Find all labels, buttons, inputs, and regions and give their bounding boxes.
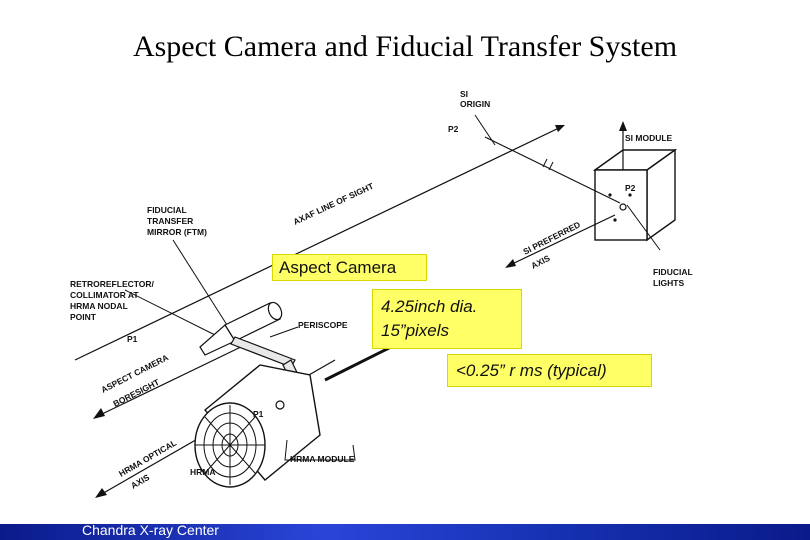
- label-fiducial-lights: FIDUCIAL: [653, 267, 693, 277]
- aspect-camera-tube: [199, 301, 283, 356]
- p2-point: [619, 203, 627, 211]
- si-module-box: [592, 148, 678, 242]
- pixels-text: 15”pixels: [381, 321, 450, 340]
- label-si-module: SI MODULE: [625, 133, 673, 143]
- label-transfer: TRANSFER: [147, 216, 193, 226]
- fiducial-lights-leader: [626, 204, 661, 251]
- fiducial-light-dot: [613, 218, 617, 222]
- rms-callout: <0.25” r ms (typical): [447, 354, 652, 387]
- aspect-boresight-arrow: [99, 344, 246, 416]
- label-si: SI: [460, 89, 468, 99]
- ftm-leader: [172, 239, 228, 326]
- label-lights: LIGHTS: [653, 278, 684, 288]
- label-si-preferred-axis: AXIS: [529, 253, 552, 271]
- periscope-leader: [269, 326, 299, 338]
- hrma-beam: [324, 343, 396, 382]
- p2-connector: [484, 136, 621, 204]
- label-fiducial: FIDUCIAL: [147, 205, 187, 215]
- label-hrma-nodal: HRMA NODAL: [70, 301, 128, 311]
- label-retroreflector: RETROREFLECTOR/: [70, 279, 155, 289]
- label-p1-left: P1: [127, 334, 138, 344]
- hrma-shells: [195, 405, 265, 485]
- hrma-module-bracket: [284, 439, 356, 461]
- footer-text: Chandra X-ray Center: [82, 522, 219, 538]
- si-preferred-axis: [509, 214, 616, 266]
- label-origin: ORIGIN: [460, 99, 490, 109]
- footer-bar: Chandra X-ray Center: [0, 522, 810, 540]
- label-p2-top: P2: [448, 124, 459, 134]
- label-periscope: PERISCOPE: [298, 320, 348, 330]
- label-collimator: COLLIMATOR AT: [70, 290, 139, 300]
- aspect-camera-diagram: SI ORIGIN P2 SI MODULE P2 FIDUCIAL TRANS…: [55, 75, 710, 500]
- specs-callout: 4.25inch dia. 15”pixels: [372, 289, 522, 349]
- label-p1-mirror: P1: [253, 409, 264, 419]
- label-hrma-optical: HRMA OPTICAL: [117, 438, 178, 479]
- retroreflector-leader: [124, 289, 216, 336]
- label-line-of-sight: AXAF LINE OF SIGHT: [292, 180, 376, 226]
- fiducial-light-dot: [628, 193, 632, 197]
- label-si-preferred: SI PREFERRED: [521, 219, 582, 256]
- aspect-camera-callout: Aspect Camera: [272, 254, 427, 281]
- label-point: POINT: [70, 312, 97, 322]
- line-of-sight: [74, 126, 562, 361]
- label-hrma: HRMA: [190, 467, 216, 477]
- slide-title: Aspect Camera and Fiducial Transfer Syst…: [132, 30, 678, 63]
- label-hrma-module: HRMA MODULE: [290, 454, 355, 464]
- fiducial-light-dot: [608, 193, 612, 197]
- diameter-text: 4.25inch dia.: [381, 297, 478, 316]
- label-hrma-optical-axis: AXIS: [129, 472, 151, 491]
- label-ftm: MIRROR (FTM): [147, 227, 207, 237]
- p1-mirror-point: [275, 400, 285, 410]
- label-p2-box: P2: [625, 183, 636, 193]
